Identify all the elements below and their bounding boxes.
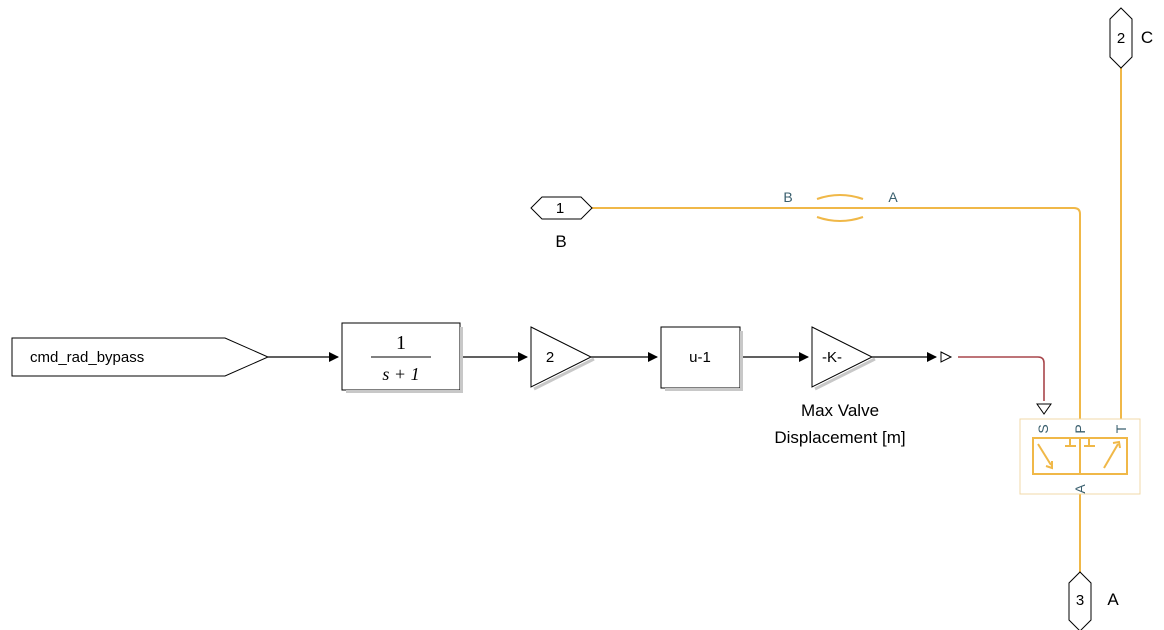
gain-label: 2 [546,349,554,366]
orifice-port-left: B [783,189,792,205]
valve-port-p: P [1072,424,1088,433]
from-tag-label: cmd_rad_bypass [30,349,144,366]
max-valve-gain-label: -K- [822,349,842,366]
port2-number: 2 [1117,30,1125,47]
orifice-block[interactable]: B A [783,189,898,222]
valve-port-s: S [1035,424,1051,433]
connection-port-3[interactable]: 3 A [1068,571,1119,630]
orifice-bottom-arc [816,216,864,222]
port3-name: A [1107,590,1119,609]
port1-name: B [555,232,566,251]
port2-name: C [1141,28,1153,47]
orifice-port-right: A [888,189,898,205]
tf-numerator: 1 [396,332,406,354]
connection-port-2[interactable]: 2 C [1109,7,1153,69]
valve-port-t: T [1113,424,1129,433]
tf-denominator: s + 1 [382,364,419,384]
port3-number: 3 [1076,592,1084,609]
from-tag-block[interactable]: cmd_rad_bypass [11,337,270,377]
ps-converter[interactable] [940,351,1052,415]
ps-converter-input-port [940,351,953,363]
valve-symbol [1032,437,1128,475]
physical-connections [592,68,1122,574]
max-valve-caption-line2: Displacement [m] [774,428,905,447]
fcn-block[interactable]: u-1 [660,326,743,391]
max-valve-caption-line1: Max Valve [801,401,879,420]
gain-block[interactable]: 2 [530,326,595,391]
max-valve-gain-block[interactable]: -K- Max Valve Displacement [m] [774,326,906,447]
line-port1-to-valve-p[interactable] [592,207,1081,424]
valve-s-input-triangle [1036,403,1052,415]
transfer-function-block[interactable]: 1 s + 1 [341,322,463,393]
converted-signal-line[interactable] [958,356,1045,401]
fcn-label: u-1 [689,349,711,366]
valve-port-a: A [1072,484,1088,494]
directional-valve-block[interactable]: S P T A [1019,418,1141,495]
port1-number: 1 [556,200,564,217]
connection-port-1[interactable]: 1 B [530,196,593,251]
orifice-top-arc [816,194,864,200]
